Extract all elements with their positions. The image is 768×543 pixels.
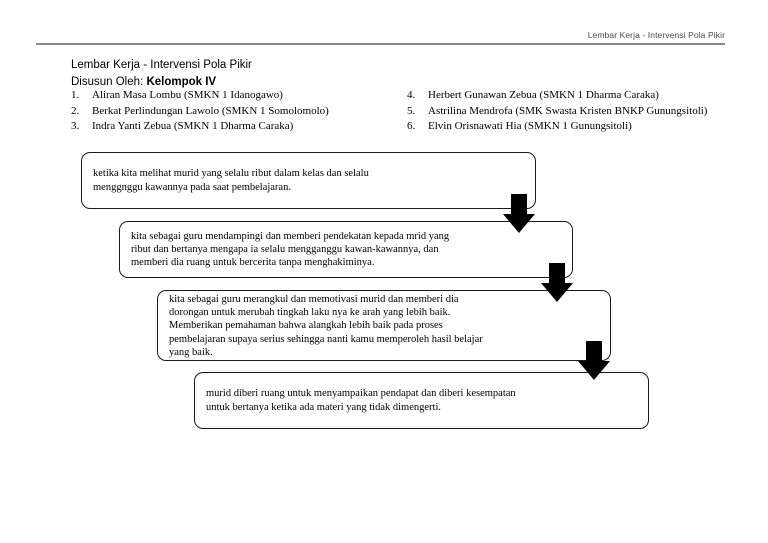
list-item-label: Astrilina Mendrofa (SMK Swasta Kristen B… bbox=[428, 104, 708, 117]
flow-box-1: ketika kita melihat murid yang selalu ri… bbox=[81, 152, 536, 209]
flow-box-1-text: ketika kita melihat murid yang selalu ri… bbox=[93, 168, 369, 193]
flow-box-3-text: kita sebagai guru merangkul dan memotiva… bbox=[169, 293, 483, 358]
list-item-number: 6. bbox=[407, 120, 416, 132]
flow-box-4-text: murid diberi ruang untuk menyampaikan pe… bbox=[206, 388, 516, 413]
running-header-text: Lembar Kerja - Intervensi Pola Pikir bbox=[587, 30, 725, 40]
member-list-right-column: 4. Herbert Gunawan Zebua (SMKN 1 Dharma … bbox=[407, 88, 747, 135]
list-item-label: Elvin Orisnawati Hia (SMKN 1 Gunungsitol… bbox=[428, 120, 632, 132]
byline: Disusun Oleh: Kelompok IV bbox=[71, 74, 252, 90]
byline-label: Disusun Oleh: bbox=[71, 76, 144, 88]
list-item-number: 3. bbox=[71, 120, 80, 132]
flow-box-2: kita sebagai guru mendampingi dan member… bbox=[119, 221, 573, 278]
list-item-number: 1. bbox=[71, 89, 80, 101]
flow-box-2-text: kita sebagai guru mendampingi dan member… bbox=[131, 230, 450, 269]
list-item-number: 5. bbox=[407, 104, 416, 117]
list-item: 3. Indra Yanti Zebua (SMKN 1 Dharma Cara… bbox=[71, 119, 401, 135]
list-item-label: Herbert Gunawan Zebua (SMKN 1 Dharma Car… bbox=[428, 89, 659, 101]
list-item: 5. Astrilina Mendrofa (SMK Swasta Kriste… bbox=[407, 104, 747, 120]
page-title: Lembar Kerja - Intervensi Pola Pikir bbox=[71, 59, 252, 71]
down-block-arrow-icon bbox=[503, 194, 535, 233]
down-block-arrow-icon bbox=[578, 341, 610, 380]
list-item: 1. Aliran Masa Lombu (SMKN 1 Idanogawo) bbox=[71, 88, 401, 104]
group-name: Kelompok IV bbox=[146, 76, 217, 88]
header-divider bbox=[36, 43, 725, 45]
list-item-label: Berkat Perlindungan Lawolo (SMKN 1 Somol… bbox=[92, 104, 329, 117]
title-block: Lembar Kerja - Intervensi Pola Pikir Dis… bbox=[71, 57, 252, 90]
flow-box-4: murid diberi ruang untuk menyampaikan pe… bbox=[194, 372, 649, 429]
list-item-label: Aliran Masa Lombu (SMKN 1 Idanogawo) bbox=[92, 89, 283, 101]
down-block-arrow-icon bbox=[541, 263, 573, 302]
page-header: Lembar Kerja - Intervensi Pola Pikir bbox=[36, 30, 725, 45]
list-item-number: 2. bbox=[71, 104, 80, 117]
list-item: 4. Herbert Gunawan Zebua (SMKN 1 Dharma … bbox=[407, 88, 747, 104]
flow-box-3: kita sebagai guru merangkul dan memotiva… bbox=[157, 290, 611, 361]
list-item: 2. Berkat Perlindungan Lawolo (SMKN 1 So… bbox=[71, 104, 401, 120]
list-item-label: Indra Yanti Zebua (SMKN 1 Dharma Caraka) bbox=[92, 120, 294, 132]
member-list-left-column: 1. Aliran Masa Lombu (SMKN 1 Idanogawo) … bbox=[71, 88, 401, 135]
list-item-number: 4. bbox=[407, 89, 416, 101]
list-item: 6. Elvin Orisnawati Hia (SMKN 1 Gunungsi… bbox=[407, 119, 747, 135]
